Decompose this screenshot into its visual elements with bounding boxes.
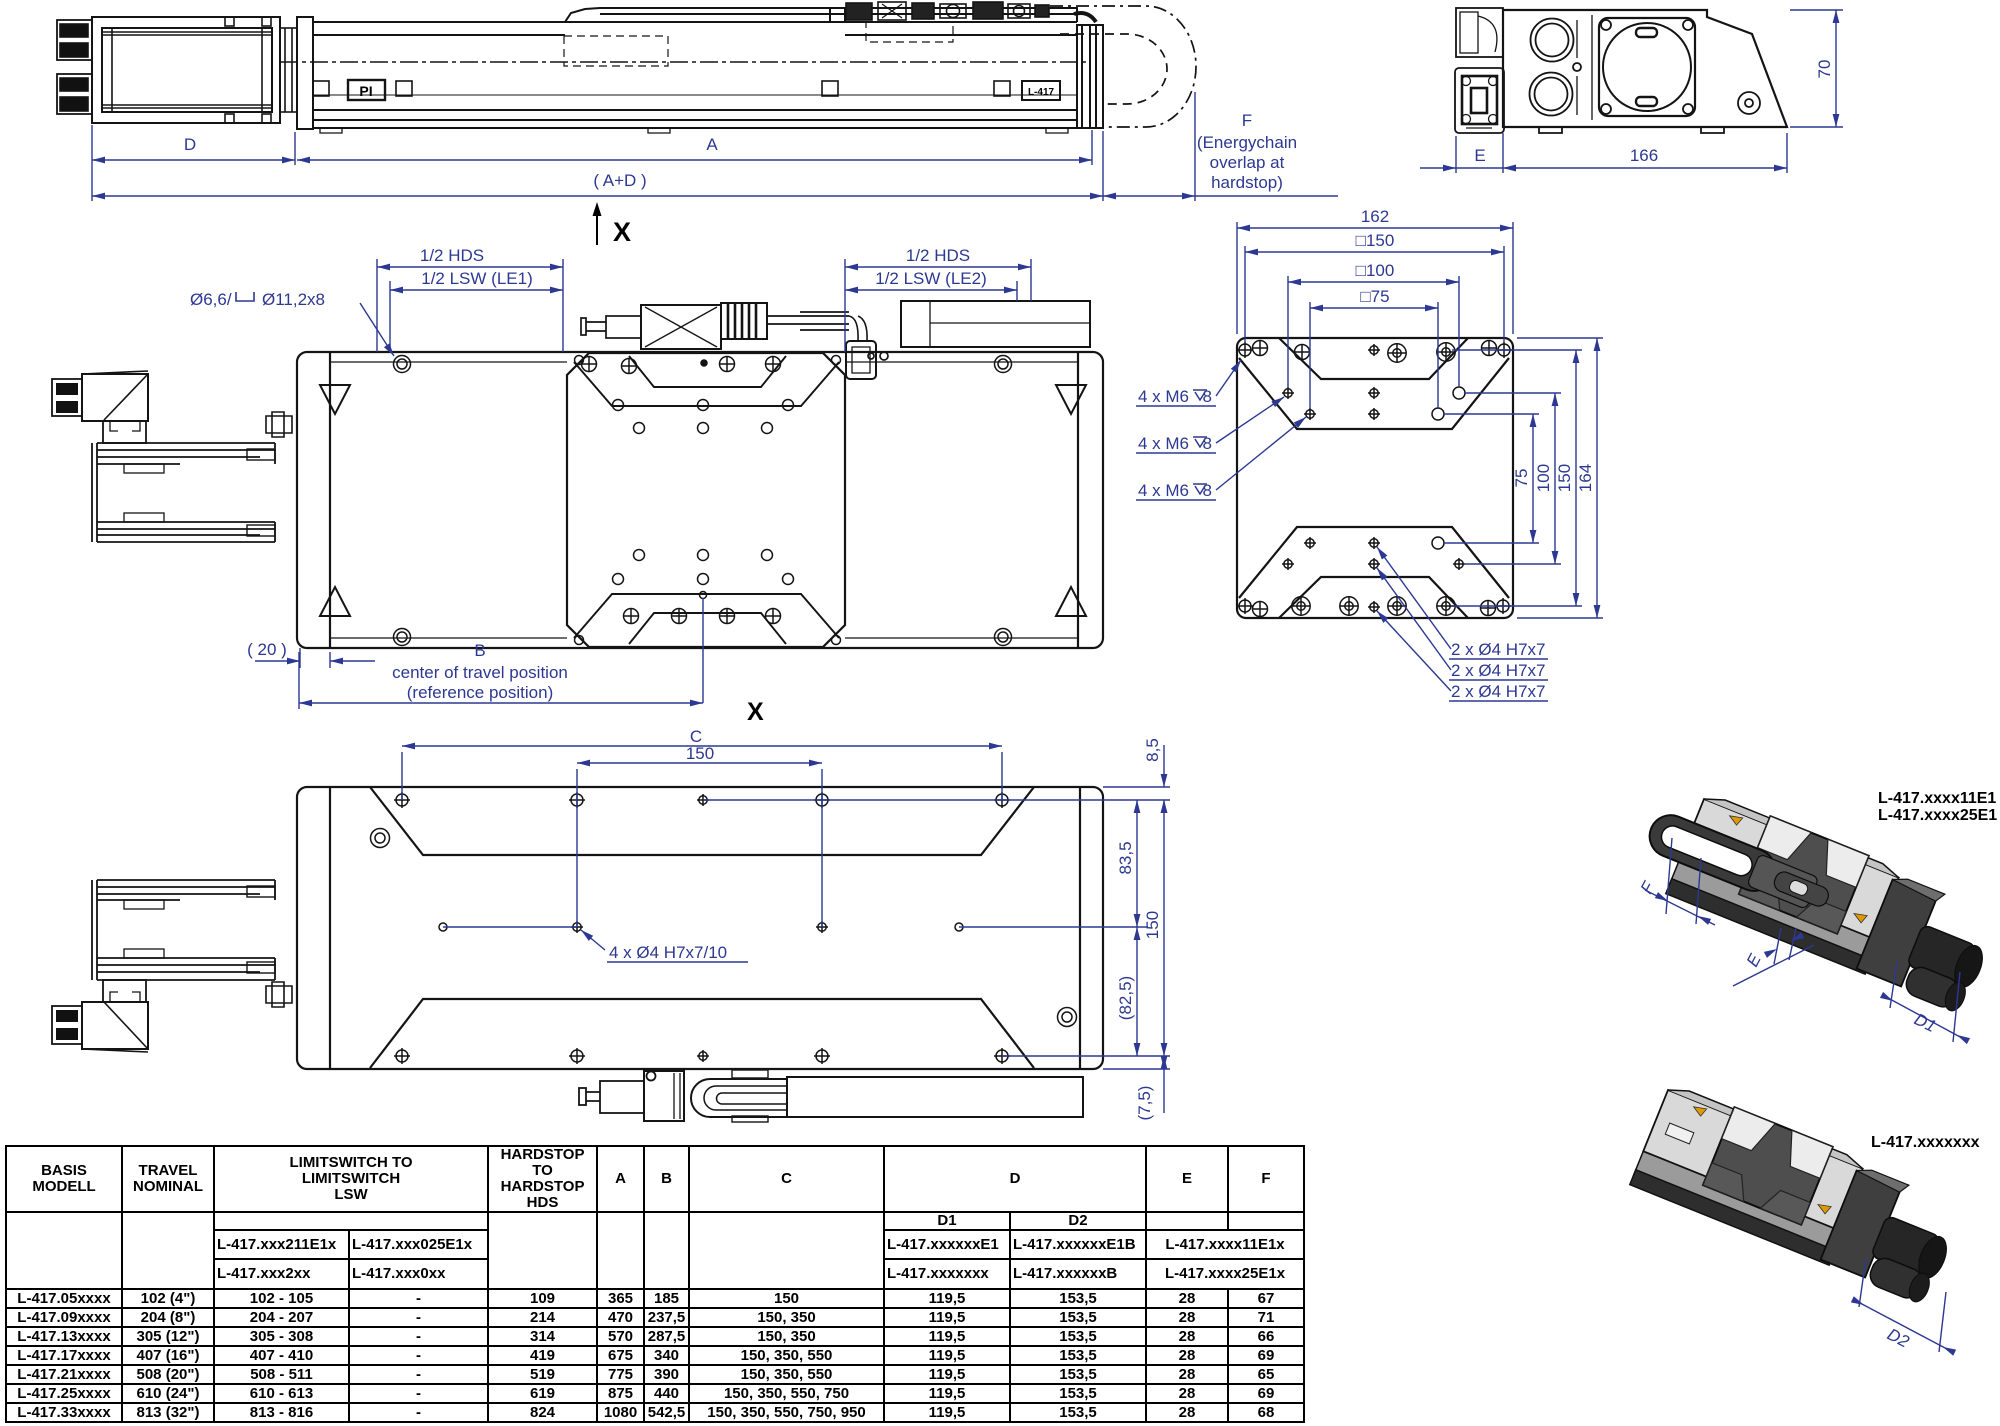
svg-text:F: F	[1637, 877, 1659, 897]
svg-text:83,5: 83,5	[1116, 841, 1135, 874]
svg-text:(7,5): (7,5)	[1135, 1086, 1154, 1121]
svg-text:164: 164	[1576, 464, 1595, 492]
svg-text:( 20 ): ( 20 )	[247, 640, 287, 659]
svg-text:8: 8	[1203, 481, 1212, 500]
svg-text:(82,5): (82,5)	[1116, 976, 1135, 1020]
svg-text:□75: □75	[1360, 287, 1389, 306]
svg-text:X: X	[747, 698, 764, 726]
svg-text:2 x Ø4 H7x7: 2 x Ø4 H7x7	[1451, 640, 1546, 659]
svg-text:Ø11,2x8: Ø11,2x8	[262, 290, 325, 309]
svg-text:PI: PI	[359, 83, 372, 99]
svg-text:hardstop): hardstop)	[1211, 173, 1283, 192]
svg-text:□100: □100	[1356, 261, 1395, 280]
svg-text:150: 150	[1555, 464, 1574, 492]
svg-text:1/2 LSW (LE2): 1/2 LSW (LE2)	[875, 269, 987, 288]
svg-text:4 x M6: 4 x M6	[1138, 387, 1189, 406]
svg-text:□150: □150	[1356, 231, 1395, 250]
svg-text:X: X	[613, 217, 631, 247]
svg-text:2 x Ø4 H7x7: 2 x Ø4 H7x7	[1451, 682, 1546, 701]
svg-text:overlap at: overlap at	[1210, 153, 1285, 172]
svg-text:2 x Ø4 H7x7: 2 x Ø4 H7x7	[1451, 661, 1546, 680]
svg-text:Ø6,6/: Ø6,6/	[190, 290, 232, 309]
svg-text:8: 8	[1203, 434, 1212, 453]
svg-text:L-417.xxxx11E1: L-417.xxxx11E1	[1878, 790, 1996, 807]
svg-text:150: 150	[1143, 911, 1162, 939]
svg-text:A: A	[706, 135, 718, 154]
svg-text:center of travel position: center of travel position	[392, 663, 568, 682]
svg-text:4 x M6: 4 x M6	[1138, 434, 1189, 453]
svg-text:8,5: 8,5	[1143, 738, 1162, 762]
svg-text:L-417.xxxxxxx: L-417.xxxxxxx	[1871, 1134, 1980, 1151]
svg-text:F: F	[1242, 111, 1252, 130]
svg-text:L-417.xxxx25E1: L-417.xxxx25E1	[1878, 807, 1997, 824]
svg-text:C: C	[690, 727, 702, 746]
svg-text:4 x M6: 4 x M6	[1138, 481, 1189, 500]
svg-text:166: 166	[1630, 146, 1658, 165]
svg-text:D: D	[184, 135, 196, 154]
svg-text:8: 8	[1203, 387, 1212, 406]
svg-text:E: E	[1743, 950, 1765, 970]
svg-text:150: 150	[686, 744, 714, 763]
svg-text:E: E	[1474, 146, 1485, 165]
svg-text:70: 70	[1815, 60, 1834, 79]
svg-text:100: 100	[1534, 464, 1553, 492]
svg-text:162: 162	[1361, 207, 1389, 226]
svg-text:1/2 HDS: 1/2 HDS	[420, 246, 484, 265]
svg-text:L-417: L-417	[1028, 87, 1055, 98]
svg-text:75: 75	[1512, 469, 1531, 488]
svg-text:( A+D ): ( A+D )	[593, 171, 646, 190]
svg-text:B: B	[474, 641, 485, 660]
svg-text:1/2 LSW (LE1): 1/2 LSW (LE1)	[421, 269, 533, 288]
svg-text:4 x Ø4 H7x7/10: 4 x Ø4 H7x7/10	[609, 943, 727, 962]
svg-text:1/2 HDS: 1/2 HDS	[906, 246, 970, 265]
svg-text:(Energychain: (Energychain	[1197, 133, 1297, 152]
svg-text:(reference position): (reference position)	[407, 683, 553, 702]
